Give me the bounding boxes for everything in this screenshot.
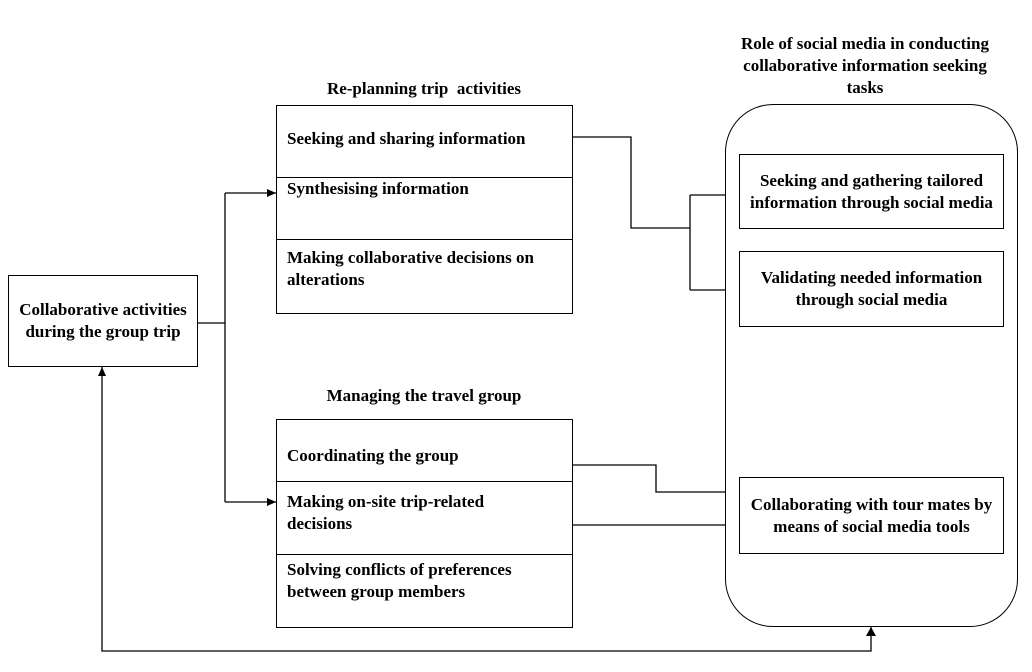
managing-item-label: Making on-site trip-related decisions xyxy=(287,492,485,533)
replanning-item-label: Making collaborative decisions on altera… xyxy=(287,248,534,289)
managing-item-label: Coordinating the group xyxy=(287,446,459,465)
managing-box: Coordinating the group Making on-site tr… xyxy=(276,419,573,628)
managing-item-coordinating: Coordinating the group xyxy=(277,420,572,481)
replanning-heading: Re-planning trip activities xyxy=(326,79,522,98)
arrow-feedback-loop xyxy=(98,367,872,652)
replanning-item-label: Synthesising information xyxy=(287,179,469,198)
social-media-item-collaborating: Collaborating with tour mates by means o… xyxy=(739,477,1004,554)
arrow-feedback-head-up xyxy=(866,627,876,636)
social-media-item-label: Validating needed information through so… xyxy=(760,268,983,309)
managing-heading: Managing the travel group xyxy=(326,386,522,405)
arrow-coordinating-to-collaborating xyxy=(572,464,739,496)
social-media-item-validating-info: Validating needed information through so… xyxy=(739,251,1004,327)
replanning-item-synthesising: Synthesising information xyxy=(277,177,572,239)
connector-seeking-sharing xyxy=(572,136,690,229)
replanning-box: Seeking and sharing information Synthesi… xyxy=(276,105,573,314)
managing-item-onsite-decisions: Making on-site trip-related decisions xyxy=(277,481,572,554)
source-box: Collaborative activities during the grou… xyxy=(8,275,198,367)
managing-item-solving-conflicts: Solving conflicts of preferences between… xyxy=(277,554,572,627)
managing-item-label: Solving conflicts of preferences between… xyxy=(287,560,512,601)
replanning-item-decisions: Making collaborative decisions on altera… xyxy=(277,239,572,313)
social-media-heading: Role of social media in conducting colla… xyxy=(741,34,989,97)
source-box-text: Collaborative activities during the grou… xyxy=(19,300,187,341)
social-media-item-tailored-info: Seeking and gathering tailored informati… xyxy=(739,154,1004,229)
social-media-item-label: Collaborating with tour mates by means o… xyxy=(750,494,993,536)
replanning-item-label: Seeking and sharing information xyxy=(287,129,526,148)
replanning-item-seeking-sharing: Seeking and sharing information xyxy=(277,106,572,177)
social-media-item-label: Seeking and gathering tailored informati… xyxy=(750,170,993,212)
